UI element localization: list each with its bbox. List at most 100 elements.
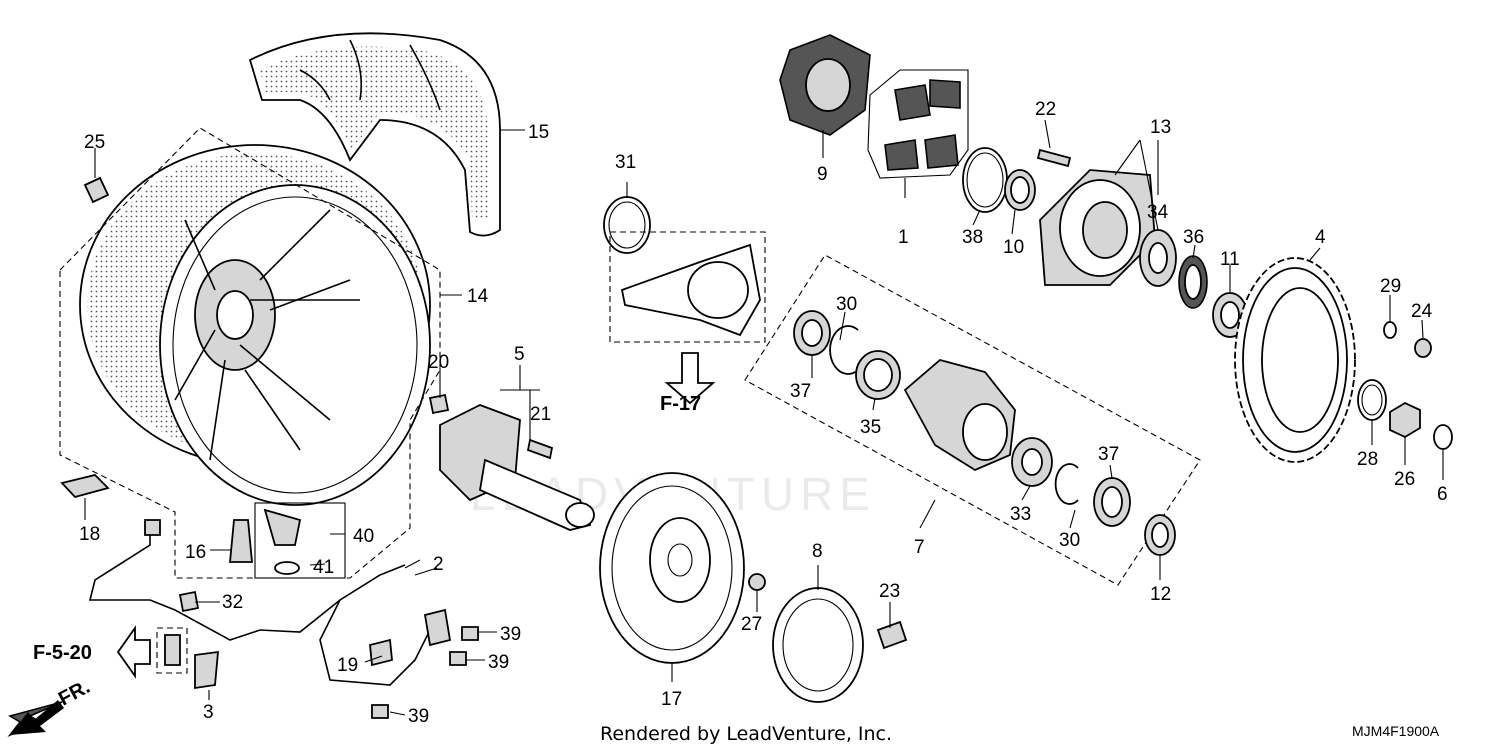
label-34: 34 — [1147, 202, 1169, 223]
bearing-37-upper[interactable] — [793, 310, 831, 356]
valve-stem[interactable] — [229, 519, 253, 563]
o-ring-28[interactable] — [1357, 379, 1387, 421]
o-ring-38[interactable] — [962, 147, 1008, 213]
ref-f17: F-17 — [660, 393, 701, 415]
bearing-33[interactable] — [1011, 437, 1053, 487]
bearing-35[interactable] — [855, 350, 901, 400]
balance-weight[interactable] — [60, 474, 110, 499]
damper-group-outline — [867, 69, 969, 179]
leader-lines — [84, 119, 1444, 716]
label-4: 4 — [1315, 227, 1326, 248]
caliper-bracket[interactable] — [620, 243, 761, 337]
label-20: 20 — [428, 352, 449, 373]
label-36: 36 — [1183, 227, 1204, 248]
label-23: 23 — [879, 581, 900, 602]
label-11: 11 — [1220, 249, 1240, 270]
bolt-39-group[interactable] — [371, 626, 479, 719]
bearing-34[interactable] — [1139, 229, 1177, 287]
damper-rubbers[interactable] — [884, 79, 961, 171]
tpms-sensor[interactable] — [263, 508, 302, 575]
circlip-30-lower[interactable] — [1054, 463, 1079, 505]
circlip-30-upper[interactable] — [829, 325, 859, 375]
label-38: 38 — [962, 227, 983, 248]
sensor-group-outline — [254, 502, 346, 579]
label-5: 5 — [514, 344, 525, 365]
label-39-a: 39 — [500, 624, 521, 645]
label-40: 40 — [353, 526, 374, 547]
label-3: 3 — [203, 702, 214, 723]
label-15: 15 — [528, 122, 549, 143]
label-1: 1 — [898, 227, 909, 248]
ref-arrow-f520 — [116, 625, 151, 679]
oil-seal-36[interactable] — [1178, 255, 1208, 309]
valve-cap[interactable] — [83, 176, 110, 204]
label-8: 8 — [812, 541, 823, 562]
rear-wheel[interactable] — [79, 144, 431, 506]
bolt-22[interactable] — [1036, 148, 1072, 168]
bolt-21[interactable] — [526, 438, 554, 460]
bolt-20[interactable] — [428, 393, 450, 415]
collar-10[interactable] — [1004, 169, 1036, 211]
sprocket-flange[interactable] — [1039, 169, 1156, 286]
label-6: 6 — [1437, 484, 1448, 505]
label-13: 13 — [1150, 117, 1171, 138]
ref-arrow-f17 — [664, 352, 716, 405]
label-27: 27 — [741, 614, 762, 635]
axle-nut-26[interactable] — [1389, 401, 1421, 439]
label-21: 21 — [530, 404, 551, 425]
label-16: 16 — [185, 542, 206, 563]
label-35: 35 — [860, 417, 881, 438]
label-9: 9 — [817, 164, 828, 185]
label-28: 28 — [1357, 449, 1378, 470]
label-22: 22 — [1035, 99, 1056, 120]
label-31: 31 — [615, 152, 636, 173]
wheel-group-outline — [59, 127, 441, 579]
label-24: 24 — [1411, 301, 1433, 322]
clamp-19[interactable] — [369, 638, 393, 667]
brake-disc[interactable] — [599, 472, 745, 664]
credit-text: Rendered by LeadVenture, Inc. — [600, 723, 892, 745]
bolt-23[interactable] — [876, 620, 908, 650]
clip-3[interactable] — [164, 634, 219, 690]
label-19: 19 — [337, 655, 358, 676]
label-26: 26 — [1394, 469, 1415, 490]
label-14: 14 — [467, 286, 489, 307]
nut-24[interactable] — [1414, 338, 1432, 358]
label-39-c: 39 — [408, 706, 429, 727]
part-number-labels: 1 2 3 4 5 6 7 8 9 10 11 12 13 14 15 16 1… — [79, 99, 1448, 727]
tire[interactable] — [248, 32, 501, 237]
label-37-upper: 37 — [790, 381, 811, 402]
nut-27[interactable] — [748, 573, 766, 591]
label-29: 29 — [1380, 276, 1401, 297]
label-2: 2 — [433, 554, 444, 575]
snap-ring-31[interactable] — [603, 196, 651, 254]
label-18: 18 — [79, 524, 100, 545]
label-7: 7 — [914, 537, 925, 558]
label-37-lower: 37 — [1098, 444, 1119, 465]
label-30-upper: 30 — [836, 294, 857, 315]
label-32: 32 — [222, 592, 243, 613]
oil-seal-37-lower[interactable] — [1093, 477, 1131, 527]
label-30-lower: 30 — [1059, 530, 1080, 551]
driven-sprocket[interactable] — [1234, 257, 1356, 463]
label-25: 25 — [84, 132, 105, 153]
washer-29[interactable] — [1383, 321, 1397, 339]
label-39-b: 39 — [488, 652, 509, 673]
damper-holder[interactable] — [779, 34, 871, 136]
rear-axle[interactable] — [439, 404, 595, 531]
oil-seal-12[interactable] — [1144, 514, 1176, 556]
label-12: 12 — [1150, 584, 1171, 605]
hub-assembly[interactable] — [903, 359, 1016, 472]
washer-6[interactable] — [1433, 424, 1453, 450]
clip-group-outline — [156, 627, 188, 674]
label-17: 17 — [661, 689, 682, 710]
caliper-bracket-outline — [609, 231, 766, 343]
diagram-code: MJM4F1900A — [1352, 723, 1440, 739]
label-41: 41 — [313, 557, 334, 578]
ref-f520: F-5-20 — [33, 642, 92, 664]
front-direction-arrow — [7, 700, 64, 737]
label-10: 10 — [1003, 237, 1024, 258]
wheel-speed-sensor-harness[interactable] — [88, 519, 452, 686]
pulser-ring[interactable] — [772, 587, 864, 703]
